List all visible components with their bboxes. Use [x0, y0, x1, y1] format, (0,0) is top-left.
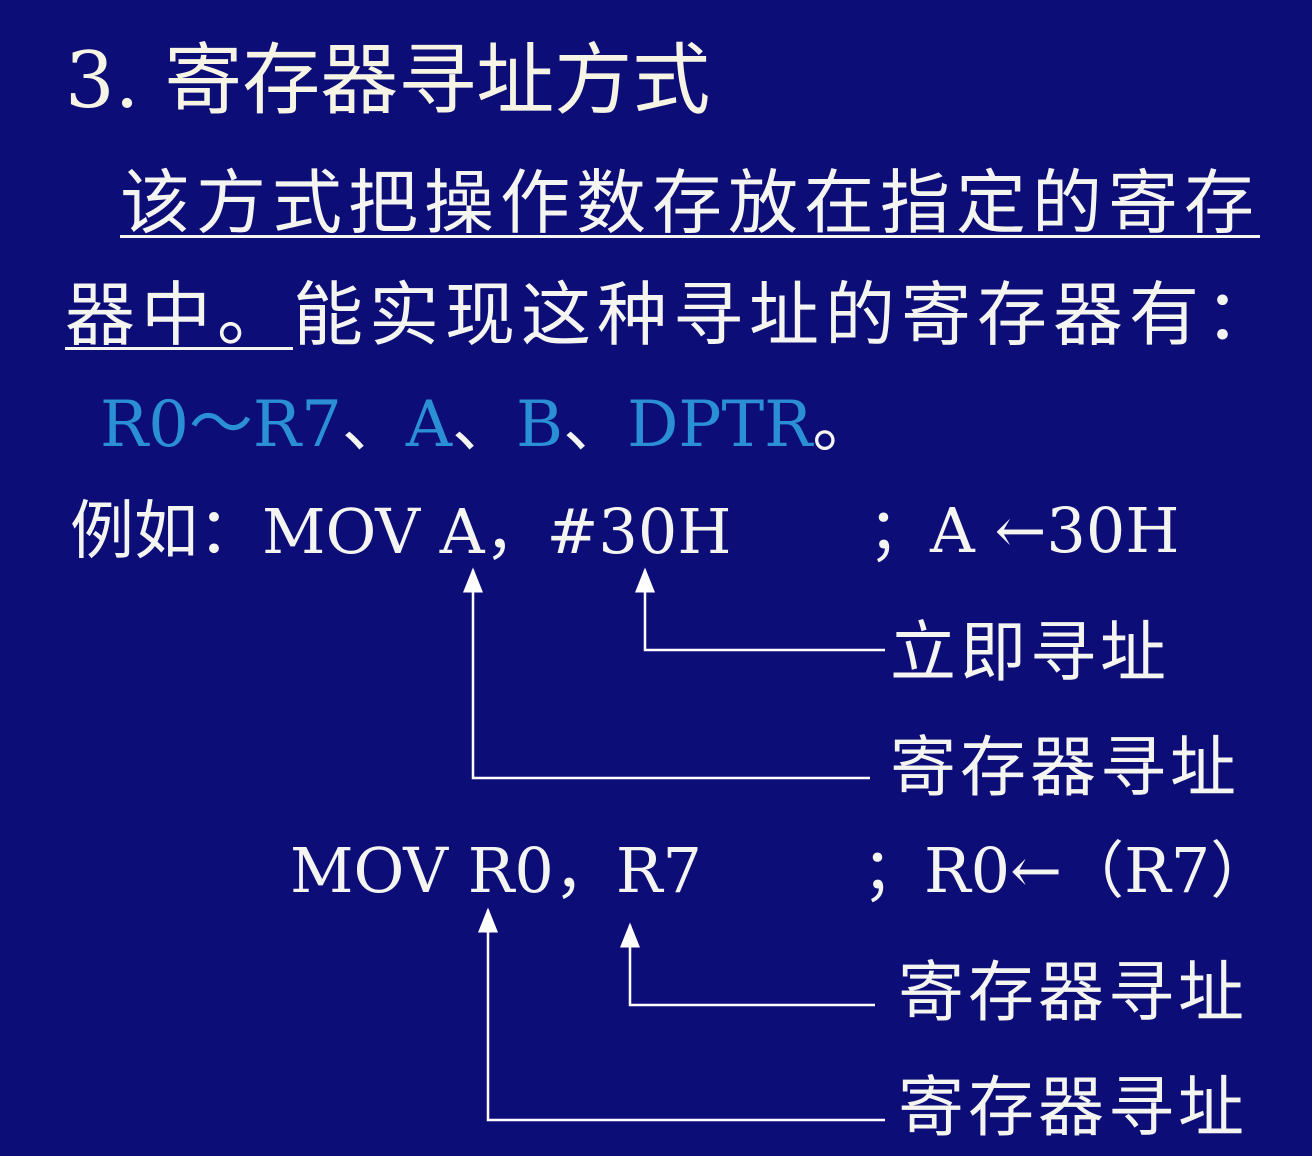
register-list: R0～R7、A、B、DPTR。 [100, 393, 876, 457]
arrow-register-a [463, 567, 870, 780]
example-prefix: 例如： [70, 495, 262, 569]
paragraph-line-2: 器中。能实现这种寻址的寄存器有： [65, 280, 1281, 350]
slide-title: 3. 寄存器寻址方式 [65, 36, 711, 126]
example1-comment: ；A ←30H [868, 494, 1180, 567]
example1-instruction: MOV A，#30H [262, 495, 732, 568]
label-register-addressing-3: 寄存器寻址 [898, 1069, 1248, 1146]
separator: 、 [563, 388, 628, 462]
example2-instruction: MOV R0，R7 [290, 834, 702, 907]
paragraph-underlined-text: 器中。 [65, 274, 293, 356]
example1-line: 例如：MOV A，#30H [70, 500, 731, 564]
register-r0-r7: R0～R7 [100, 388, 342, 462]
label-immediate-addressing: 立即寻址 [890, 614, 1170, 691]
period: 。 [812, 388, 877, 462]
separator: 、 [341, 388, 406, 462]
arrow-register-r0 [478, 907, 885, 1122]
register-a: A [405, 388, 453, 462]
label-register-addressing-1: 寄存器寻址 [890, 729, 1240, 806]
register-b: B [516, 388, 564, 462]
arrow-immediate [635, 567, 885, 652]
label-register-addressing-2: 寄存器寻址 [898, 954, 1248, 1031]
register-dptr: DPTR [627, 388, 813, 462]
paragraph-line-1: 该方式把操作数存放在指定的寄存 [120, 162, 1260, 244]
example2-comment: ；R0←（R7） [862, 834, 1273, 907]
paragraph-rest-text: 能实现这种寻址的寄存器有： [293, 274, 1281, 356]
arrow-register-r7 [620, 922, 875, 1007]
separator: 、 [452, 388, 517, 462]
